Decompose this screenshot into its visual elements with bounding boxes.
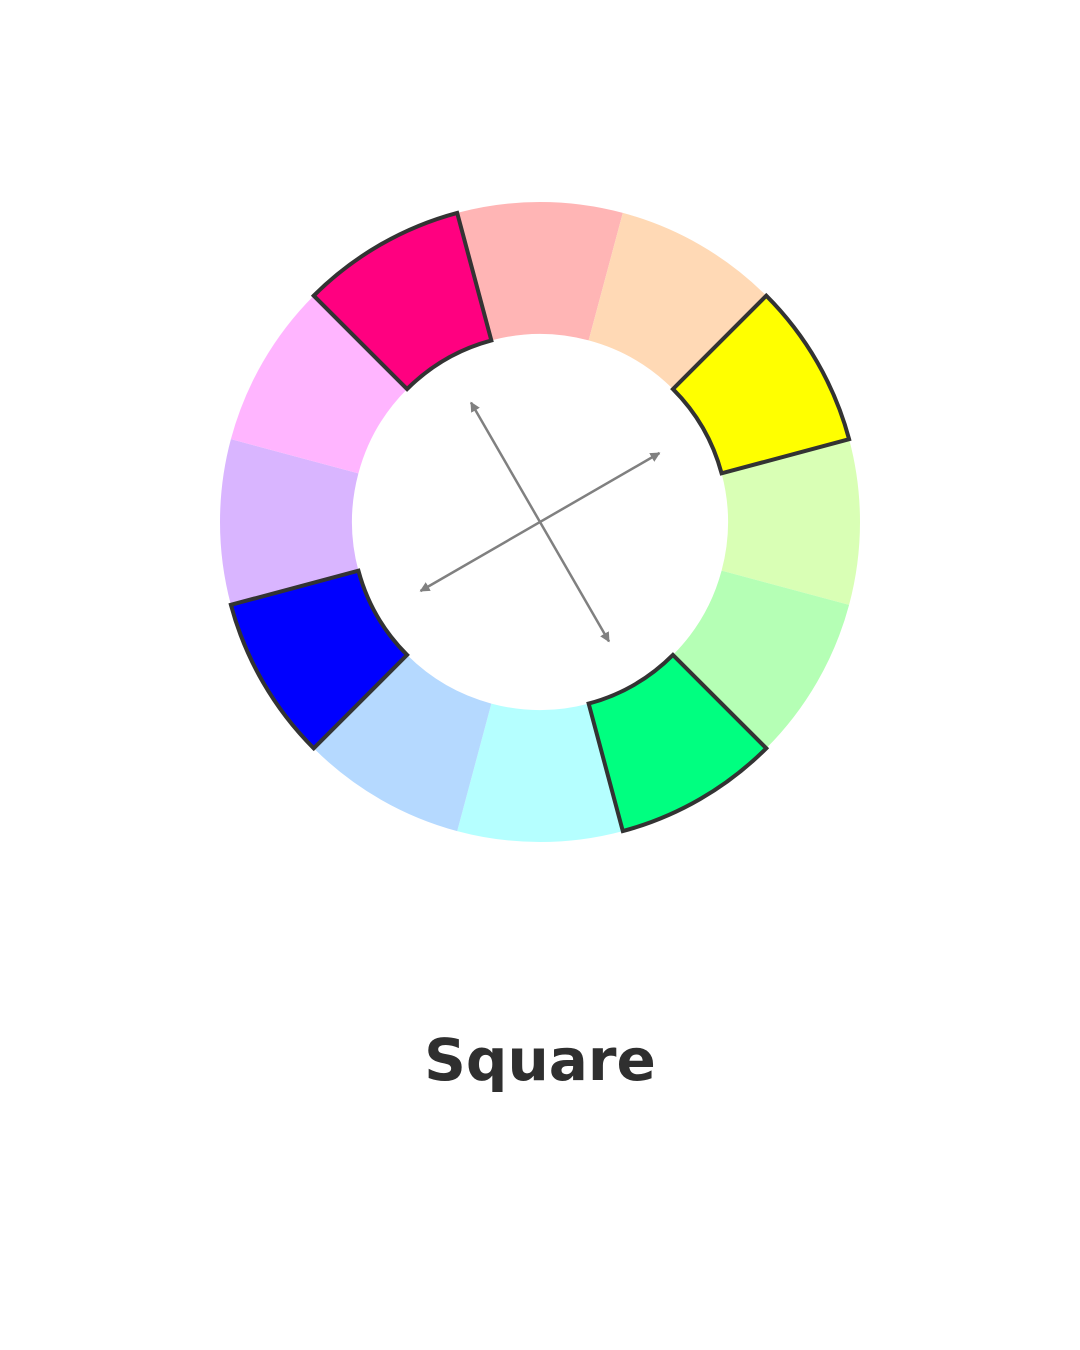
wheel-segment-blue-selected xyxy=(228,568,410,752)
wheel-segment-spring-green-selected xyxy=(586,652,770,834)
wheel-segment-yellow-selected xyxy=(670,292,852,476)
wheel-segment-light-green xyxy=(672,570,850,749)
wheel-segment-lavender xyxy=(219,439,359,605)
double-arrow-spring-green-to-magenta-rose xyxy=(469,401,611,643)
wheel-segment-light-magenta xyxy=(230,295,408,474)
wheel-segment-light-yellow-green xyxy=(721,439,861,605)
wheel-segment-red-pink xyxy=(457,202,623,341)
wheel-segment-peach xyxy=(588,212,767,390)
wheel-segment-magenta-rose-selected xyxy=(310,210,494,392)
wheel-segment-light-cyan xyxy=(457,703,623,842)
square-harmony-arrows xyxy=(419,401,661,643)
color-wheel-segments xyxy=(219,202,861,842)
harmony-title: Square xyxy=(424,1026,656,1094)
wheel-segment-light-blue xyxy=(313,654,492,832)
